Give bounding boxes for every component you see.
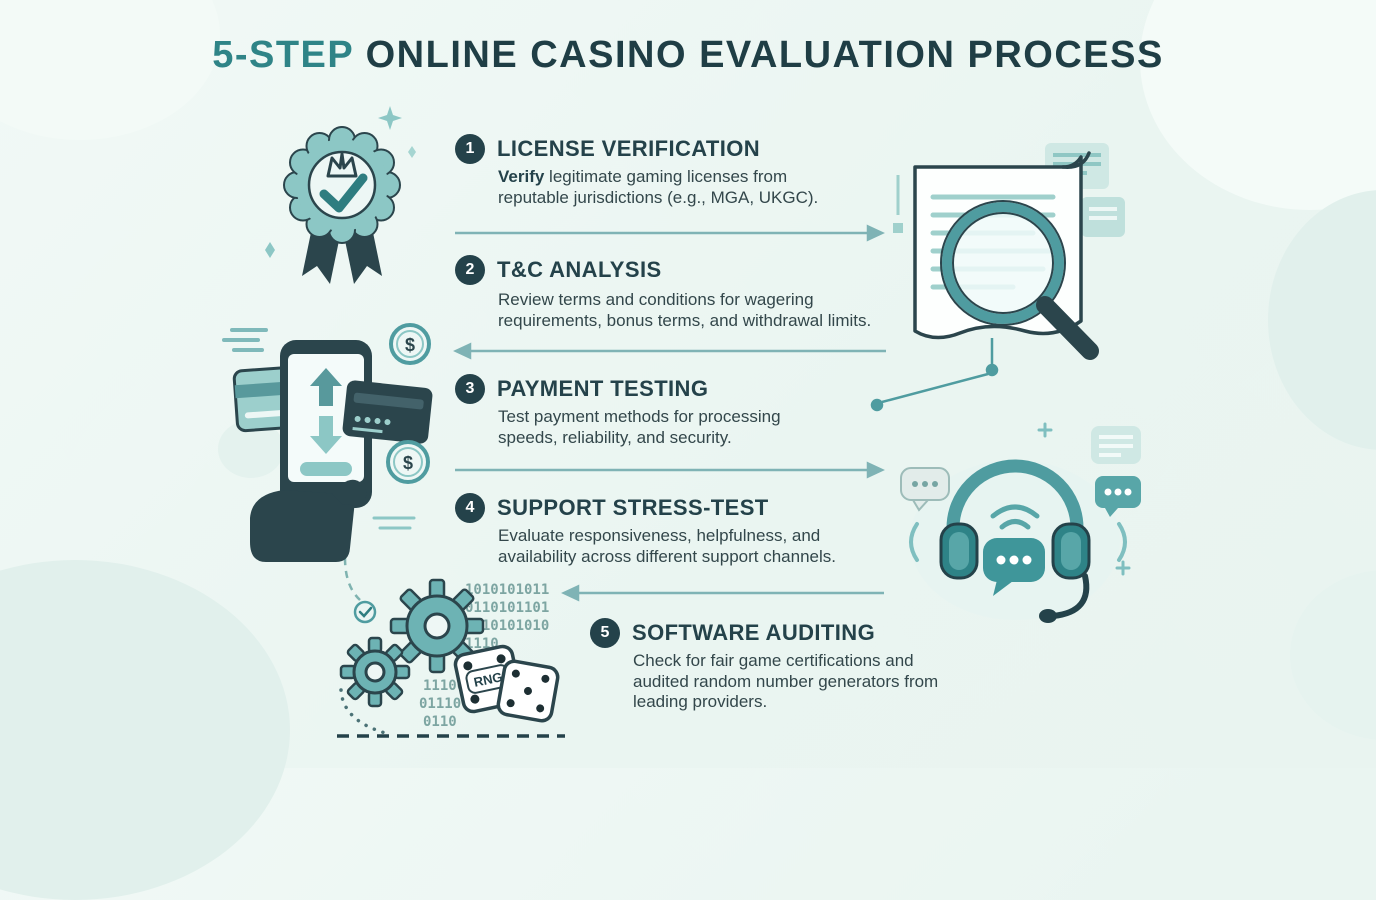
step-3-heading: PAYMENT TESTING [497,376,709,401]
svg-text:$: $ [403,453,413,473]
check-bubble-icon [353,600,377,624]
speech-bubble-top-right [1091,426,1141,464]
svg-text:0110: 0110 [423,714,457,730]
step-5-number: 5 [590,618,620,648]
phone-icon [280,340,372,508]
arrow-up-icon [310,368,342,406]
award-badge-icon [265,106,416,284]
step-3-description: Test payment methods for processing spee… [498,407,781,447]
credit-card-dark [342,380,433,444]
binary-code: 1010101011 0110101101 1110101010 1110 11… [419,582,549,730]
sound-arc-right [1117,522,1127,562]
svg-text:1010101011: 1010101011 [465,582,549,598]
wifi-arc-icon [999,519,1031,530]
svg-text:11100: 11100 [423,678,465,694]
sparkle-icon [408,146,416,158]
svg-text:RNG: RNG [472,669,503,690]
svg-text:0110101101: 0110101101 [465,600,549,616]
step-1-heading: LICENSE VERIFICATION [497,136,761,161]
magnifier-icon [940,200,1099,360]
coin-icon: $ [386,440,430,484]
arrow-step4-left [561,584,884,602]
gears-dice-rng-icon: 1010101011 0110101101 1110101010 1110 11… [337,578,565,738]
gear-small-icon [339,636,411,708]
accent-lines [372,516,416,530]
sparkle-icon [265,242,275,258]
sound-arc-left [909,522,919,562]
arrow-down-icon [310,416,342,454]
headset [939,459,1091,623]
plus-sparkles [1037,422,1131,576]
arrow-step3-right [455,461,885,479]
badge-rosette [283,126,401,244]
step-5-heading: SOFTWARE AUDITING [632,620,876,645]
sparkle-icon [378,106,402,130]
mic-boom [1050,573,1090,619]
step-4-heading: SUPPORT STRESS-TEST [497,495,769,520]
background-blob-top-right [1140,0,1376,210]
arrow-step1-right [455,224,885,242]
page-title-accent: 5-STEP [212,34,354,76]
arrow-step2-left [453,342,886,360]
crown-icon [326,152,358,178]
gear-large-icon [389,578,485,674]
speech-bubble-right [1095,476,1141,517]
chat-bubble-center [983,538,1045,596]
step-5-description: Check for fair game certifications and a… [633,651,939,712]
step-4-description: Evaluate responsiveness, helpfulness, an… [498,526,836,566]
speech-bubble-left [900,467,950,512]
svg-text:01110: 01110 [419,696,461,712]
document-magnifier-icon [893,143,1125,360]
page-title: 5-STEP ONLINE CASINO EVALUATION PROCESS [0,34,1376,77]
step-1-description-lead: Verify [498,167,545,186]
svg-text:$: $ [405,335,415,355]
coin-icon: $ [389,323,431,365]
step-1-description: Verify legitimate gaming licenses from r… [498,167,833,208]
mic-icon [1039,609,1057,623]
headset-chat-icon [900,422,1141,623]
page-title-rest: ONLINE CASINO EVALUATION PROCESS [365,34,1164,76]
hand-icon [250,490,355,562]
step-2-number: 2 [455,255,485,285]
background-blob-bottom-left [0,560,290,900]
speed-lines [222,328,268,352]
checkmark-icon [319,173,368,213]
background-blob-bottom-right [1290,570,1376,740]
phone-cards-coins-icon: $ $ [222,323,433,562]
svg-text:1110101010: 1110101010 [465,618,549,634]
step-1-number: 1 [455,134,485,164]
step-2-heading: T&C ANALYSIS [497,257,662,282]
die-right-icon [496,659,560,723]
step-2-description: Review terms and conditions for wagering… [498,290,872,330]
step-4-number: 4 [455,493,485,523]
step-3-number: 3 [455,374,485,404]
wifi-arc-icon [990,504,1040,519]
step-1-description-rest: legitimate gaming licenses from reputabl… [498,167,819,207]
background-blob-right [1268,190,1376,450]
